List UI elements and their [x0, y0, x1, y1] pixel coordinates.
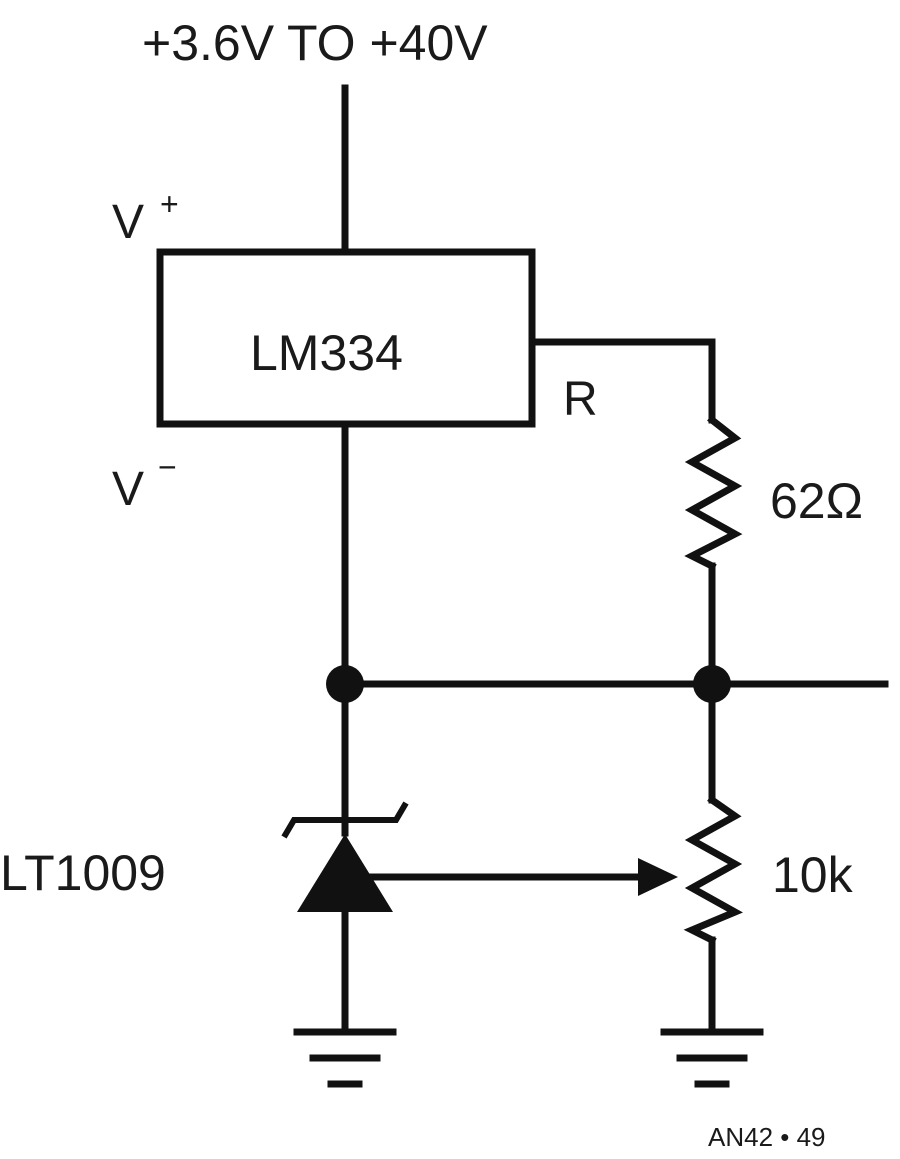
right-ground-symbol	[660, 1028, 764, 1088]
vplus-superscript: +	[160, 186, 179, 222]
resistor-62-ohm	[684, 415, 743, 571]
vminus-superscript: −	[158, 449, 177, 485]
zener-cathode-bar	[281, 801, 409, 839]
lm334-ic-label: LM334	[250, 325, 403, 381]
zener-diode-triangle	[297, 834, 393, 912]
r-pin-label: R	[563, 373, 598, 426]
supply-voltage-label: +3.6V TO +40V	[142, 15, 488, 71]
resistor-62-ohm-label: 62Ω	[770, 473, 863, 529]
lt1009-reference-label: LT1009	[0, 845, 166, 901]
potentiometer-10k-label: 10k	[772, 847, 854, 903]
potentiometer-10k	[683, 795, 743, 945]
vplus-label: V	[112, 196, 144, 249]
pot-wiper-arrowhead	[638, 858, 678, 896]
r-pin-wire	[528, 338, 716, 424]
vminus-label: V	[112, 463, 144, 516]
figure-id-label: AN42 • 49	[708, 1122, 826, 1152]
left-ground-symbol	[293, 1028, 397, 1088]
